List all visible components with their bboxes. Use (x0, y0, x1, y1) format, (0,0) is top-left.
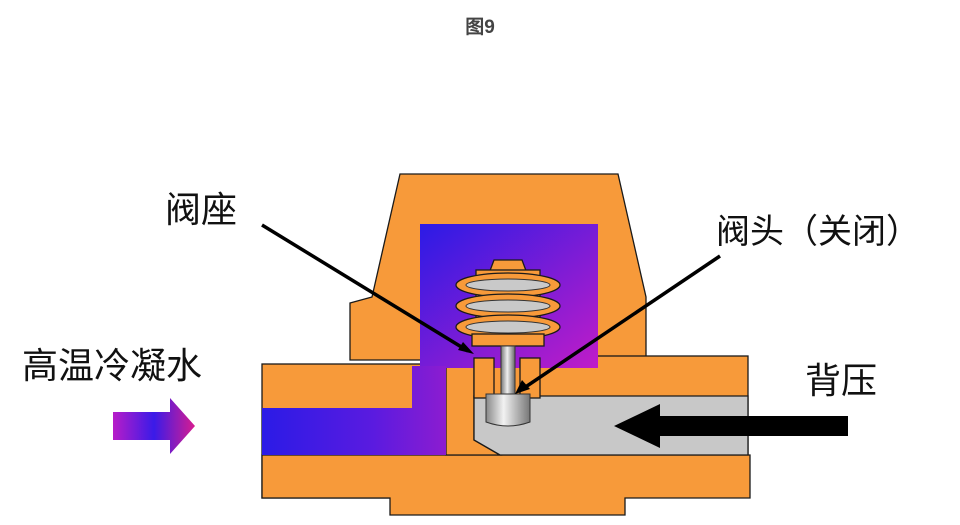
back-pressure-arrow (614, 404, 848, 448)
disc-1 (455, 272, 561, 298)
valve-head (485, 393, 531, 427)
valve-seat-label: 阀座 (165, 190, 237, 231)
valve-head-pointer (520, 254, 721, 392)
back-pressure-label: 背压 (805, 361, 877, 402)
inlet-passage (262, 366, 446, 455)
valve-stem (500, 345, 516, 397)
valve-seat-left (473, 357, 495, 399)
trap-base (261, 454, 751, 516)
disc-3 (455, 314, 561, 340)
valve-seat-pointer (261, 223, 469, 353)
disc-2 (455, 293, 561, 319)
figure-title: 图9 (465, 16, 495, 38)
inlet-flow-arrow (113, 398, 195, 454)
inlet-label: 高温冷凝水 (22, 346, 202, 387)
valve-head-label: 阀头（关闭） (716, 212, 920, 252)
bimetal-element (455, 259, 561, 427)
back-pressure-region (473, 395, 749, 456)
valve-seat-pointer-arrowhead (458, 342, 474, 354)
valve-head-pointer-arrowhead (515, 380, 530, 394)
element-plate (471, 333, 545, 347)
